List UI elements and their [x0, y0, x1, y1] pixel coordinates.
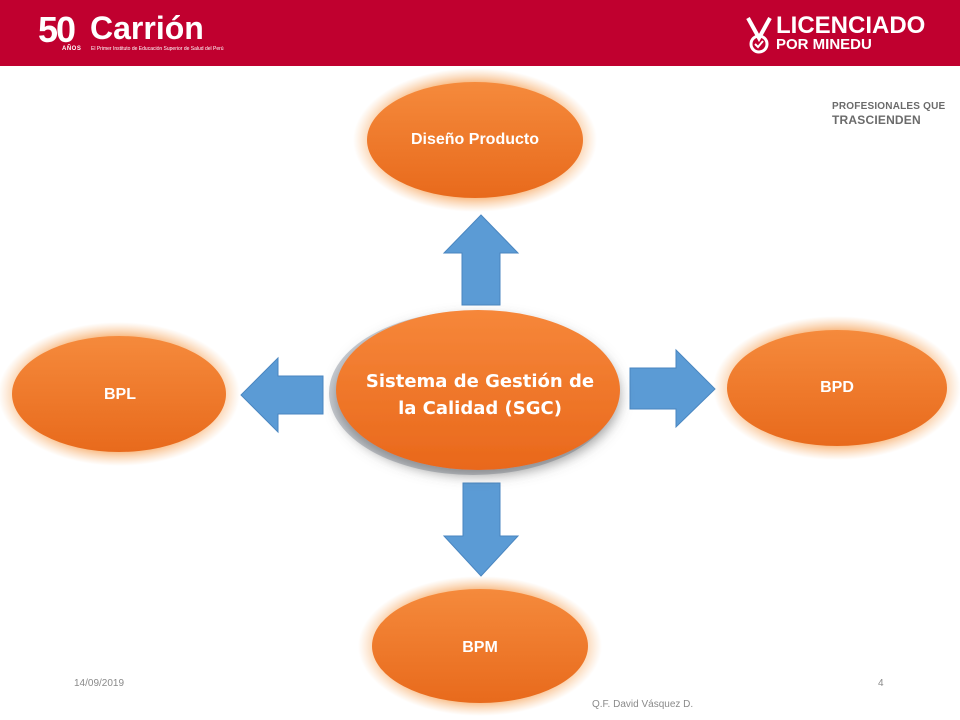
logo-anniversary-number: 50 [38, 9, 76, 50]
logo-anniversary-years: AÑOS [62, 46, 82, 52]
slogan-line-2: TRASCIENDEN [832, 113, 921, 127]
license-badge-subtitle: POR MINEDU [776, 36, 872, 53]
logo-tagline: El Primer Instituto de Educación Superio… [91, 46, 224, 52]
medal-icon [746, 17, 772, 54]
footer-author: Q.F. David Vásquez D. [592, 699, 694, 710]
arrow-up [442, 214, 520, 306]
node-top-label: Diseño Producto [410, 131, 539, 148]
node-bottom-ellipse [372, 589, 588, 703]
footer-page-number: 4 [878, 678, 884, 689]
node-center-label: Sistema de Gestión de la Calidad (SGC) [365, 371, 595, 419]
footer-date: 14/09/2019 [74, 678, 125, 689]
node-left-ellipse [12, 336, 226, 452]
node-left-label: BPL [104, 386, 136, 403]
node-bottom-label: BPM [462, 639, 498, 656]
node-right-ellipse [727, 330, 947, 446]
header-bar: 50 AÑOS Carrión El Primer Instituto de E… [0, 0, 960, 66]
license-badge-title: LICENCIADO [776, 12, 926, 39]
arrow-down [442, 482, 520, 577]
node-right-label: BPD [820, 379, 854, 396]
node-center-ellipse [336, 310, 620, 470]
arrow-right [629, 348, 716, 429]
logo-institution-name: Carrión [90, 10, 204, 46]
arrow-left [240, 356, 324, 434]
slogan-line-1: PROFESIONALES QUE [832, 101, 946, 112]
node-top-ellipse [367, 82, 583, 198]
